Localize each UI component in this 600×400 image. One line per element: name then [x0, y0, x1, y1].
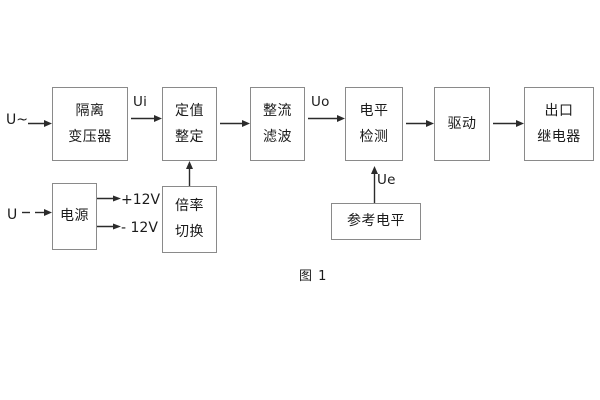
arrow-uo: [308, 114, 345, 123]
block-label-line: 参考电平: [347, 213, 405, 230]
figure-caption: 图 1: [299, 269, 328, 284]
block-label-line: 整定: [175, 128, 204, 145]
block-label-line: 检测: [359, 128, 389, 145]
block-power-supply: 电源: [52, 183, 97, 250]
block-drive: 驱动: [434, 87, 490, 161]
block-rectify-filter: 整流 滤波: [250, 87, 305, 161]
arrow-rail-positive: [97, 194, 121, 203]
block-label-line: 电平: [359, 102, 389, 119]
block-output-relay: 出口 继电器: [524, 87, 594, 161]
block-label-line: 变压器: [68, 128, 112, 145]
block-setting-value: 定值 整定: [162, 87, 217, 161]
block-multiplier-switch: 倍率 切换: [162, 186, 217, 253]
block-reference-level: 参考电平: [331, 203, 421, 240]
block-label-line: 出口: [544, 102, 574, 119]
label-ac-input: U~: [6, 112, 28, 128]
block-isolation-transformer: 隔离 变压器: [52, 87, 128, 161]
block-label-line: 整流: [263, 102, 292, 119]
label-ue: Ue: [377, 172, 396, 188]
block-label-line: 定值: [175, 102, 204, 119]
arrow-level-to-drive: [406, 119, 434, 128]
block-label-line: 继电器: [537, 128, 581, 145]
arrow-rail-negative: [97, 222, 121, 231]
arrow-multiplier-to-setting: [185, 161, 194, 186]
block-label-line: 切换: [175, 224, 204, 240]
label-rail-positive: +12V: [121, 192, 161, 208]
arrow-drive-to-relay: [493, 119, 524, 128]
arrow-setting-to-rectify: [220, 119, 250, 128]
label-ui: Ui: [133, 94, 148, 110]
arrow-dc-input: [22, 208, 52, 217]
block-label-line: 滤波: [263, 128, 292, 145]
block-label-line: 驱动: [447, 115, 477, 132]
arrow-ui: [131, 114, 162, 123]
label-uo: Uo: [311, 94, 330, 110]
label-rail-negative: - 12V: [121, 220, 158, 236]
block-label-line: 隔离: [75, 102, 105, 119]
arrow-ac-input: [28, 119, 52, 128]
arrow-ue-to-level-detection: [370, 166, 379, 203]
block-label-line: 电源: [60, 208, 89, 225]
label-dc-input: U: [7, 207, 18, 223]
block-label-line: 倍率: [175, 198, 204, 215]
block-level-detection: 电平 检测: [345, 87, 403, 161]
